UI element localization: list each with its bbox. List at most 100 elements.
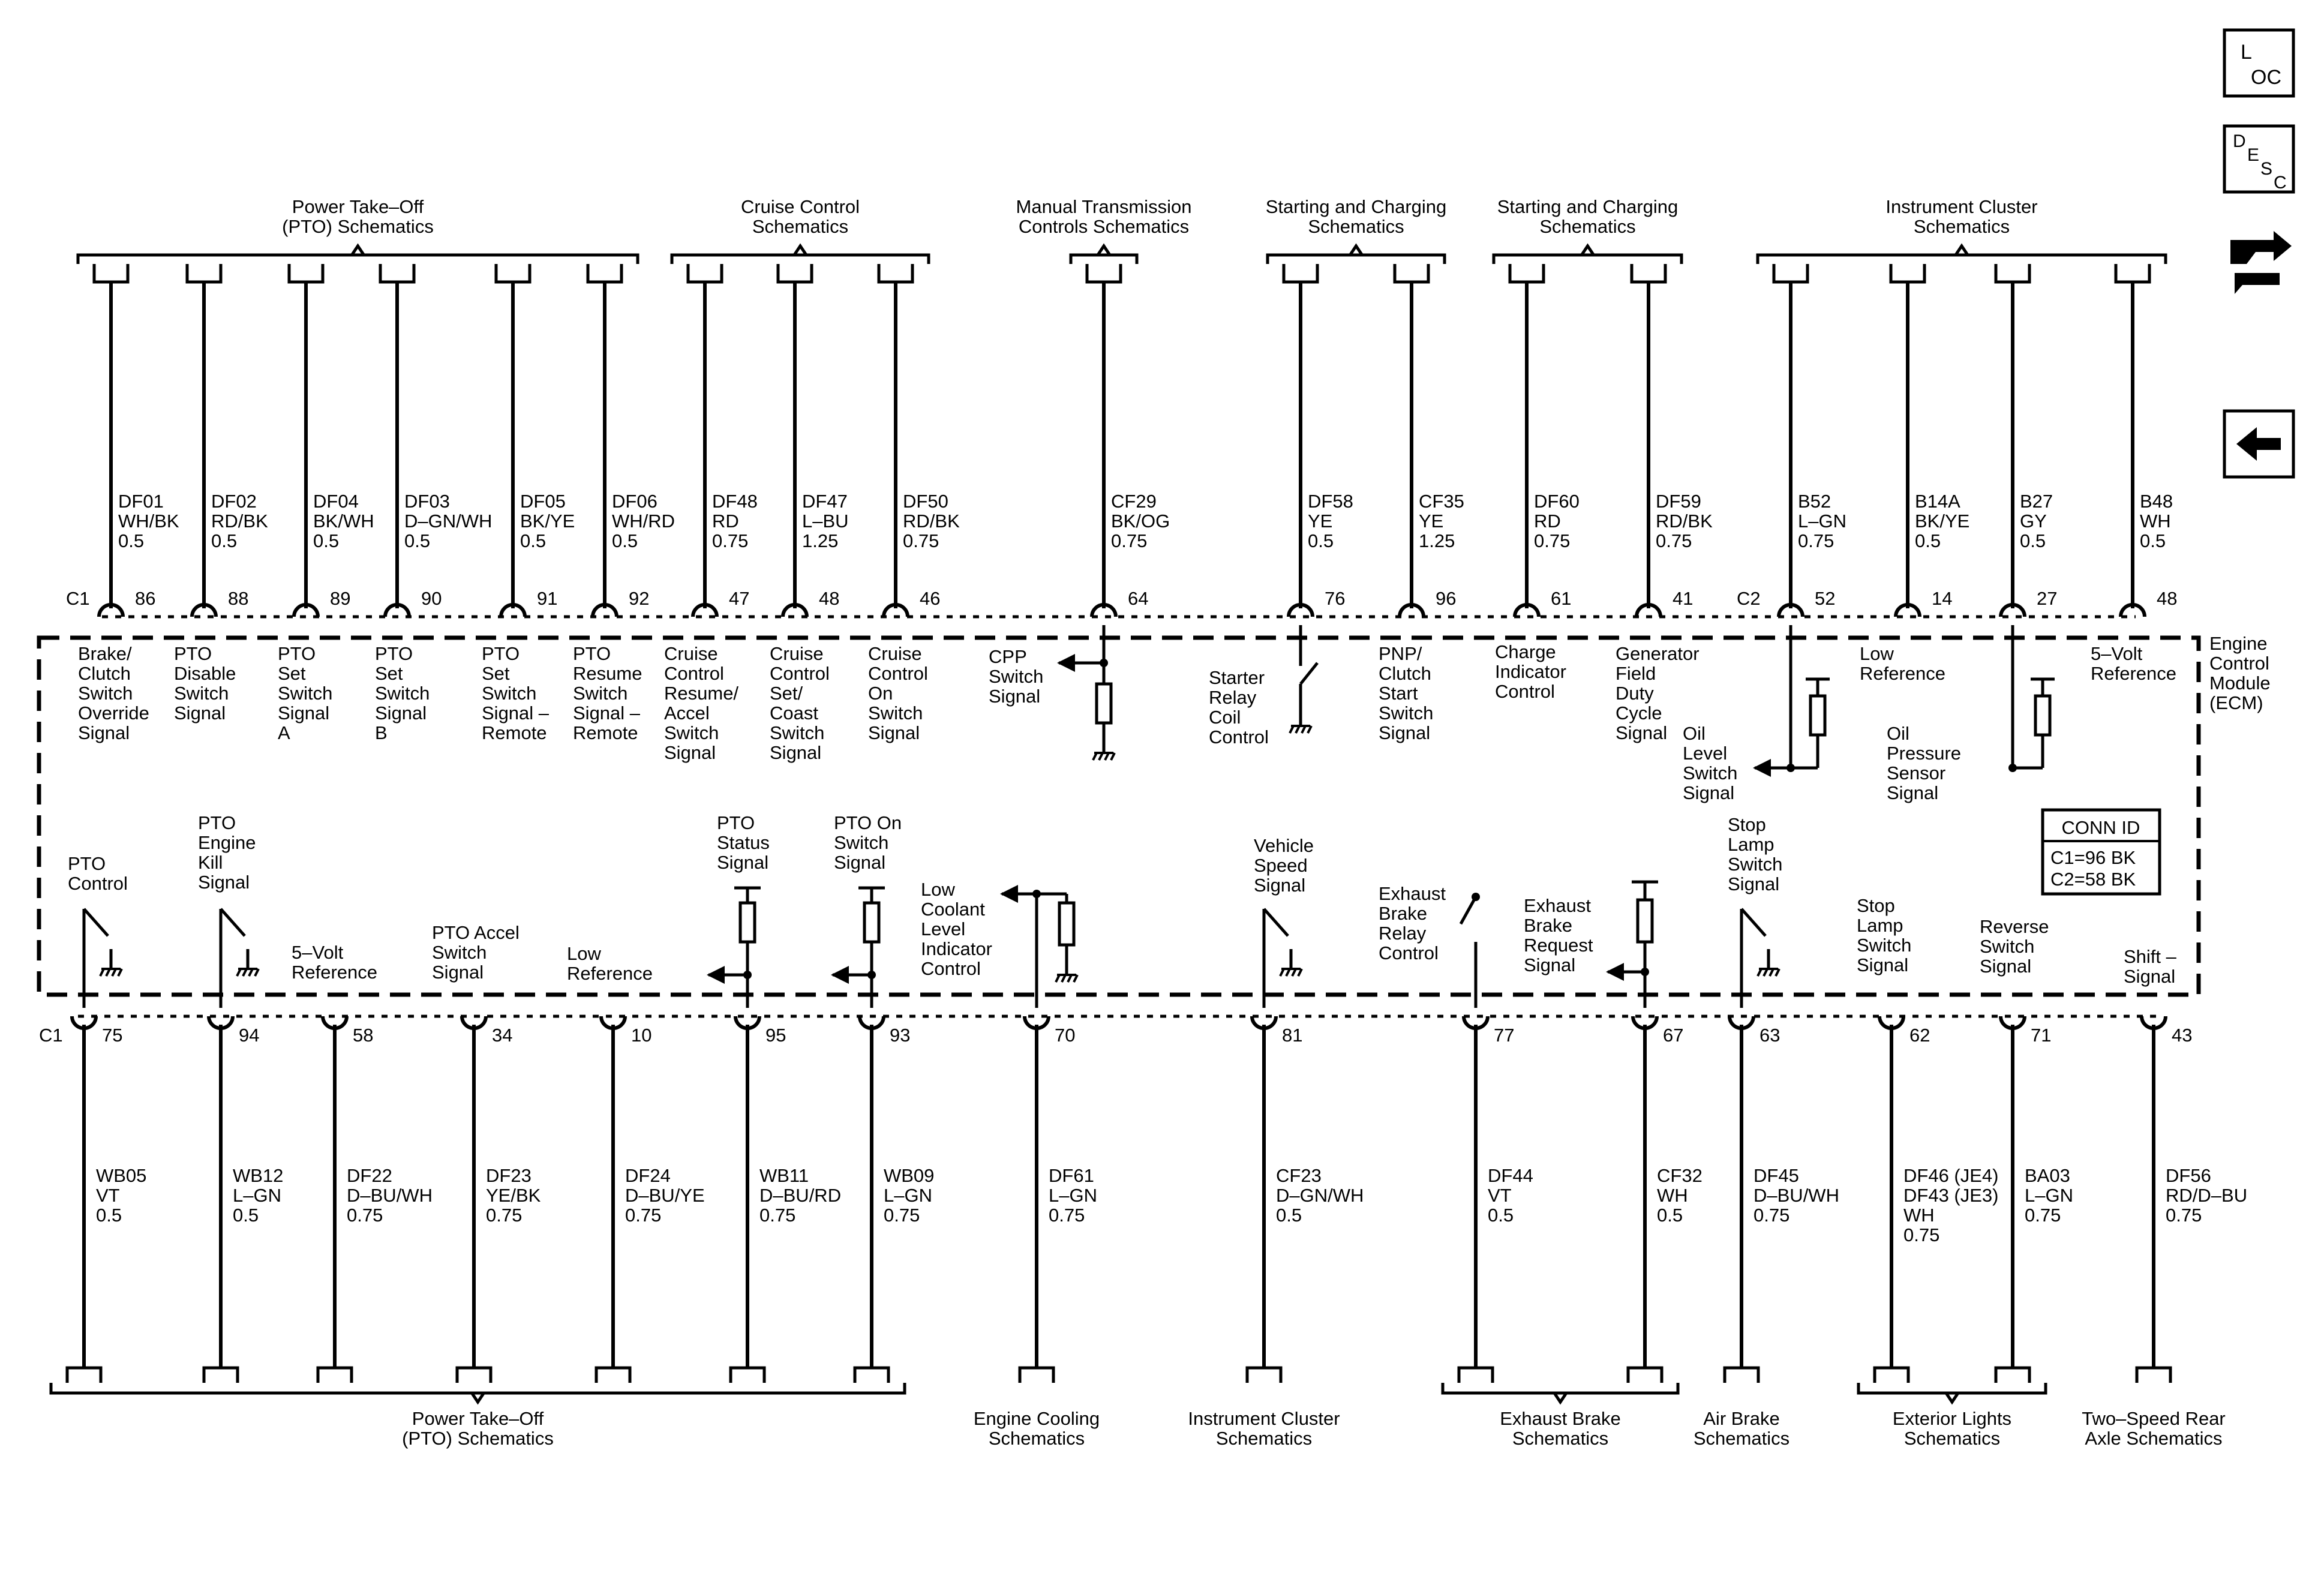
bottom-wire-circuit-line: RD/D–BU [2166, 1185, 2247, 1206]
bottom-group-label-line: Exhaust Brake [1500, 1408, 1621, 1429]
desc-letter-d: D [2233, 131, 2246, 151]
bottom-group-label: Power Take–Off(PTO) Schematics [402, 1408, 554, 1449]
bottom-group-bracket [1857, 1383, 2047, 1405]
top-signal-label-line: PTO [573, 643, 611, 664]
loc-button-frame[interactable] [2223, 28, 2295, 98]
bottom-signal-label-line: Signal [1728, 873, 1779, 894]
bottom-pin-number-line: 75 [102, 1025, 122, 1046]
bottom-wire-circuit-line: 0.75 [884, 1205, 920, 1226]
top-signal-label-line: Signal [375, 703, 427, 724]
bottom-wire-circuit-line: WB09 [884, 1165, 934, 1186]
top-wire-circuit-line: DF06 [612, 491, 657, 512]
top-pin-cup [1513, 603, 1541, 617]
bottom-signal-label-line: Control [921, 958, 981, 979]
bottom-terminal [2135, 1366, 2172, 1383]
connector-wrench-icon[interactable] [2230, 231, 2292, 294]
top-signal-label-line: Oil [1887, 723, 1909, 744]
bottom-wire-circuit-line: 0.5 [96, 1205, 122, 1226]
bottom-pin-number: 70 [1055, 1025, 1075, 1046]
bottom-terminal [455, 1366, 493, 1383]
bottom-terminal [1723, 1366, 1760, 1383]
top-wire-circuit-line: 1.25 [802, 530, 838, 551]
connector-c1-top: C1 [66, 588, 90, 609]
desc-button-frame[interactable] [2223, 124, 2295, 194]
bottom-pin-number-line: 77 [1494, 1025, 1514, 1046]
back-button[interactable] [2223, 409, 2295, 479]
connector-wrench-shape[interactable] [2230, 231, 2292, 294]
bottom-wire-circuit-line: DF23 [486, 1165, 532, 1186]
bottom-wire-circuit-line: 0.75 [625, 1205, 661, 1226]
bottom-switch [1740, 908, 1780, 1008]
top-wire-circuit-line: 0.75 [712, 530, 748, 551]
bottom-pin-number: 62 [1909, 1025, 1930, 1046]
bottom-terminal [1018, 1366, 1055, 1383]
top-terminal [1889, 264, 1926, 284]
top-signal-label-line: Control [770, 663, 830, 684]
top-signal-label-line: Resume [573, 663, 642, 684]
top-wire-circuit-line: 0.5 [211, 530, 237, 551]
loc-button[interactable]: L OC [2223, 28, 2295, 98]
bottom-wire-circuit-line: BA03 [2025, 1165, 2070, 1186]
top-pin-number: 86 [135, 588, 155, 609]
top-signal-label-line: Switch [278, 683, 332, 704]
junction-dot [1032, 890, 1041, 898]
top-pin-number-line: 47 [729, 588, 749, 609]
top-harness-group: Power Take–Off(PTO) Schematics [76, 196, 639, 264]
bottom-terminal [316, 1366, 353, 1383]
bottom-signal-label-line: Low [921, 879, 955, 900]
top-signal-label-line: Disable [174, 663, 236, 684]
top-signal-label-line: Control [664, 663, 724, 684]
top-pin-cup [1398, 603, 1425, 617]
top-terminal [877, 264, 914, 284]
top-pin-number: 48 [819, 588, 839, 609]
bottom-wire-circuit-line: YE/BK [486, 1185, 541, 1206]
bottom-signal-label-line: Indicator [921, 938, 992, 959]
bottom-signal-label-line: Signal [717, 852, 768, 873]
top-wire-circuit-line: DF05 [520, 491, 566, 512]
top-signal-label-line: Charge [1495, 641, 1556, 662]
top-pin-cup [1287, 603, 1314, 617]
conn-id-title: CONN ID [2062, 817, 2140, 838]
top-signal-label-line: Signal [1379, 722, 1430, 743]
top-wire-circuit-line: WH/RD [612, 511, 675, 532]
top-signal-label-line: Remote [482, 722, 547, 743]
top-pin-number: 48 [2157, 588, 2177, 609]
top-signal-label-line: Signal [868, 722, 920, 743]
top-pin-number: 88 [228, 588, 248, 609]
top-pin-number: 41 [1673, 588, 1693, 609]
desc-button[interactable]: D E S C [2223, 124, 2295, 194]
top-pin-number-line: 61 [1551, 588, 1571, 609]
bottom-pin-number-line: 67 [1663, 1025, 1683, 1046]
bottom-terminal [1873, 1366, 1910, 1383]
bottom-signal-label-line: Switch [1857, 935, 1911, 956]
junction-dot [1472, 893, 1480, 901]
top-terminal [1393, 264, 1430, 284]
top-group-bracket [76, 243, 639, 264]
